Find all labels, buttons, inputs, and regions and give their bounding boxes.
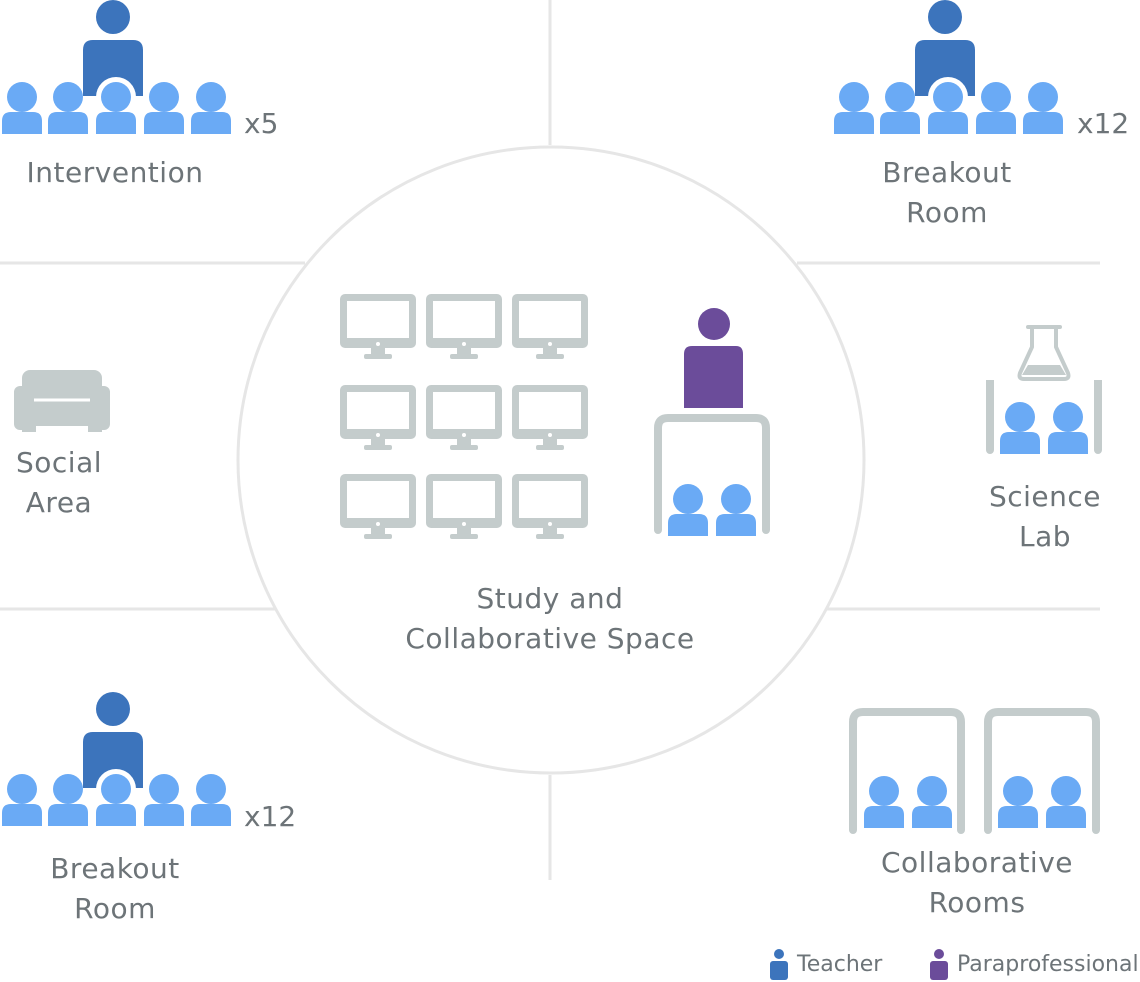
- student-icon: [96, 769, 136, 826]
- student-icon: [928, 77, 968, 134]
- science-lab-label: Science Lab: [975, 477, 1115, 557]
- breakout-bottom-label-line1: Breakout: [50, 852, 180, 885]
- breakout-bottom-label-line2: Room: [74, 892, 156, 925]
- student-icon: [48, 774, 88, 826]
- student-icon: [144, 82, 184, 134]
- science-lab-label-line1: Science: [988, 480, 1102, 513]
- legend-paraprofessional-label: Paraprofessional: [957, 951, 1139, 977]
- intervention-label: Intervention: [26, 156, 204, 189]
- breakout-bottom-label: Breakout Room: [15, 849, 215, 929]
- breakout-top-label-line2: Room: [906, 196, 988, 229]
- student-icon: [912, 776, 952, 828]
- paraprofessional-icon: [684, 308, 743, 408]
- center-label-line2: Collaborative Space: [405, 622, 695, 655]
- student-icon: [144, 774, 184, 826]
- student-icon: [1023, 82, 1063, 134]
- student-icon: [976, 82, 1016, 134]
- student-icon: [1048, 402, 1088, 454]
- social-area-label-line2: Area: [25, 486, 93, 519]
- center-label: Study and Collaborative Space: [380, 579, 720, 659]
- intervention-group: [2, 0, 231, 134]
- social-area-label: Social Area: [0, 443, 118, 523]
- center-circle: [236, 145, 866, 775]
- center-pod: [654, 308, 770, 536]
- student-icon: [864, 776, 904, 828]
- breakout-bottom-multiplier: x12: [244, 800, 297, 833]
- legend-teacher: Teacher: [769, 948, 882, 980]
- student-icon: [2, 774, 42, 826]
- student-icon: [1000, 402, 1040, 454]
- student-icon: [2, 82, 42, 134]
- room-frame-icon: [654, 414, 770, 534]
- divider-lines: [0, 0, 1100, 880]
- breakout-bottom-group: [2, 692, 231, 826]
- breakout-top-label-line1: Breakout: [882, 156, 1012, 189]
- legend-teacher-label: Teacher: [797, 951, 883, 977]
- flask-icon: [1017, 325, 1071, 381]
- student-icon: [191, 82, 231, 134]
- student-icon: [1046, 776, 1086, 828]
- student-icon: [834, 82, 874, 134]
- student-icon: [998, 776, 1038, 828]
- science-lab-label-line2: Lab: [1018, 520, 1072, 553]
- collaborative-rooms-label-line1: Collaborative: [880, 846, 1074, 879]
- center-label-line1: Study and: [476, 582, 624, 615]
- student-icon: [96, 77, 136, 134]
- breakout-top-group: [834, 0, 1063, 134]
- collaborative-rooms-label: Collaborative Rooms: [857, 843, 1097, 923]
- student-icon: [191, 774, 231, 826]
- student-icon: [48, 82, 88, 134]
- sofa-icon: [14, 370, 110, 432]
- legend-paraprofessional: Paraprofessional: [929, 948, 1139, 980]
- breakout-top-label: Breakout Room: [847, 153, 1047, 233]
- paraprofessional-icon: [930, 949, 948, 980]
- student-icon: [880, 82, 920, 134]
- breakout-top-multiplier: x12: [1077, 107, 1130, 140]
- intervention-multiplier: x5: [244, 107, 279, 140]
- collaborative-rooms-group: [853, 712, 1096, 830]
- collaborative-rooms-label-line2: Rooms: [928, 886, 1026, 919]
- science-lab-group: [976, 318, 1116, 454]
- computer-grid: [340, 294, 588, 539]
- teacher-icon: [770, 949, 788, 980]
- social-area-label-line1: Social: [15, 446, 102, 479]
